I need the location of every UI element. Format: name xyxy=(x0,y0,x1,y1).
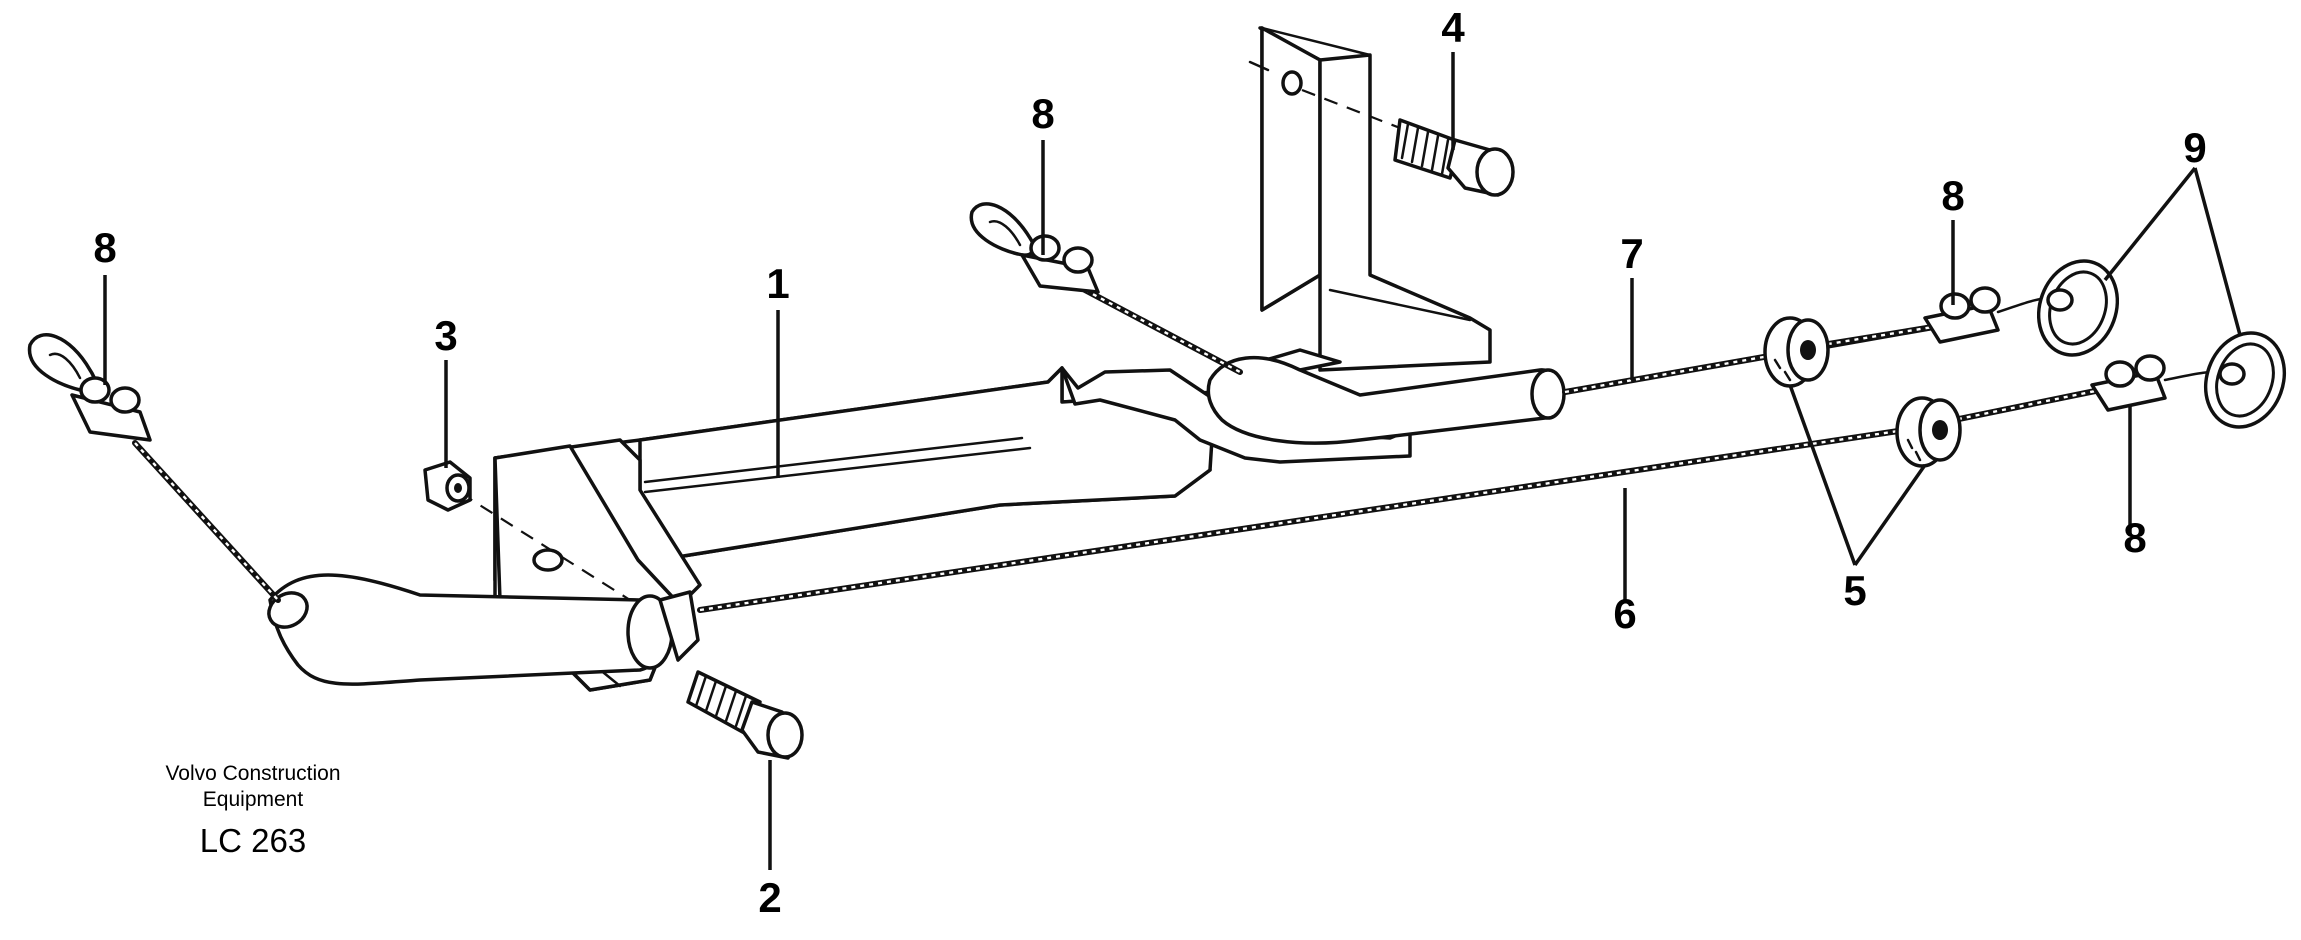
vertical-bracket xyxy=(1248,26,1492,372)
callout-5: 5 xyxy=(1843,567,1866,614)
bolt-lower xyxy=(686,670,804,760)
bolt-upper xyxy=(1301,88,1515,197)
callout-8-left: 8 xyxy=(93,224,116,271)
caption-company-line1: Volvo Construction xyxy=(165,762,340,785)
upper-handle xyxy=(1206,356,1566,445)
bolt-hole-icon xyxy=(532,548,564,572)
wire-clamp-left xyxy=(70,376,152,442)
callout-8-upper-right: 8 xyxy=(1941,172,1964,219)
caption-drawing-code: LC 263 xyxy=(200,822,306,859)
grommet-lower xyxy=(1895,396,1962,468)
callout-9: 9 xyxy=(2183,124,2206,171)
nut xyxy=(423,460,472,512)
leader-lines xyxy=(103,52,2242,870)
cable-left-short xyxy=(132,440,281,603)
wire-clamp-upper-right xyxy=(1923,286,2054,344)
caption: Volvo Construction Equipment LC 263 xyxy=(165,762,340,859)
callout-1: 1 xyxy=(766,260,789,307)
wire-clamp-mid xyxy=(1020,234,1100,294)
callout-8-lower-right: 8 xyxy=(2123,514,2146,561)
cable-eye-mid xyxy=(969,202,1036,257)
wire-clamp-lower-right xyxy=(2090,354,2230,412)
pull-ring-lower xyxy=(2203,331,2287,429)
callout-labels: 8 1 3 4 8 7 6 5 8 8 9 2 xyxy=(93,4,2206,921)
callout-2: 2 xyxy=(758,874,781,921)
callout-3: 3 xyxy=(434,312,457,359)
cable-mid-short xyxy=(1082,287,1243,375)
caption-company-line2: Equipment xyxy=(203,788,304,811)
callout-6: 6 xyxy=(1613,590,1636,637)
callout-7: 7 xyxy=(1620,230,1643,277)
pull-ring-upper xyxy=(2036,259,2120,357)
bolt-hole-icon xyxy=(1281,70,1303,96)
left-handle xyxy=(267,573,700,686)
grommet-upper xyxy=(1763,316,1830,388)
callout-8-mid: 8 xyxy=(1031,90,1054,137)
callout-4: 4 xyxy=(1441,4,1465,51)
cable-upper-right xyxy=(1807,322,1948,350)
